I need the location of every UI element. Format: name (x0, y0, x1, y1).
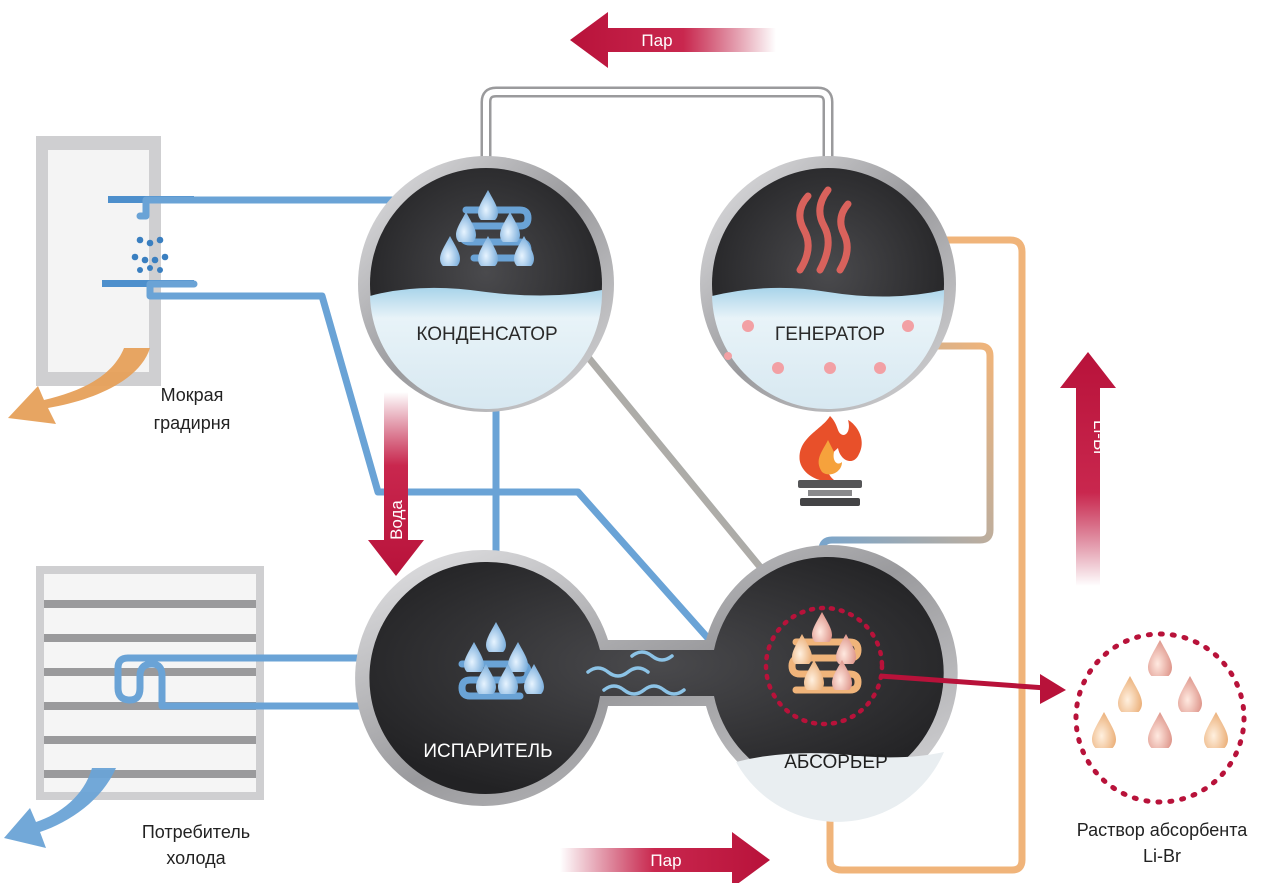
evaporator-label: ИСПАРИТЕЛЬ (423, 741, 552, 762)
evaporator-absorber-shell (355, 545, 958, 822)
li-br-arrow (1060, 352, 1116, 586)
strong-solution-pipe (826, 236, 1026, 874)
flow-arrow-icon (8, 348, 150, 424)
heat-icon (796, 186, 852, 274)
cooling-tower-label-2: градирня (154, 413, 231, 433)
absorber-focus-ring (763, 605, 885, 727)
cooling-return-pipe (146, 280, 774, 712)
bubble-icon (724, 320, 914, 374)
absorbent-solution (1073, 631, 1247, 805)
generator-vessel (700, 156, 956, 412)
wave-icon (586, 650, 686, 696)
solution-label-1: Раствор абсорбента (1077, 820, 1248, 840)
flow-arrow-icon (4, 768, 116, 848)
water-drop-icon (131, 236, 169, 273)
solution-label-2: Li-Br (1143, 846, 1181, 866)
cooling-tower-label-1: Мокрая (161, 385, 224, 405)
consumer-label-1: Потребитель (142, 822, 250, 842)
cooling-water-pipe (136, 196, 198, 220)
burner-icon (798, 480, 862, 506)
cooling-tower (8, 136, 194, 424)
solution-return-pipe (818, 342, 994, 608)
steam-arrow-top-label: Пар (641, 31, 672, 50)
louver-icon (44, 600, 256, 778)
steam-arrow-top (570, 12, 776, 68)
steam-pipe (480, 86, 834, 181)
consumer-label-2: холода (166, 848, 226, 868)
condenser-label: КОНДЕНСАТОР (416, 324, 557, 345)
absorber-coil (788, 638, 862, 694)
steam-arrow-bottom (560, 832, 770, 883)
steam-arrow-bottom-label: Пар (650, 851, 681, 870)
absorber-label: АБСОРБЕР (784, 752, 888, 773)
li-br-arrow-label: Li-Br (1090, 420, 1109, 456)
water-arrow (368, 392, 424, 576)
condenser-vessel (358, 156, 614, 412)
cold-consumer-unit (4, 566, 264, 848)
water-arrow-label: Вода (387, 500, 406, 540)
flame-icon (799, 416, 862, 482)
generator-label: ГЕНЕРАТОР (775, 324, 885, 345)
absorber-to-solution-arrow (879, 673, 1066, 704)
chilled-water-pipe (114, 654, 524, 710)
